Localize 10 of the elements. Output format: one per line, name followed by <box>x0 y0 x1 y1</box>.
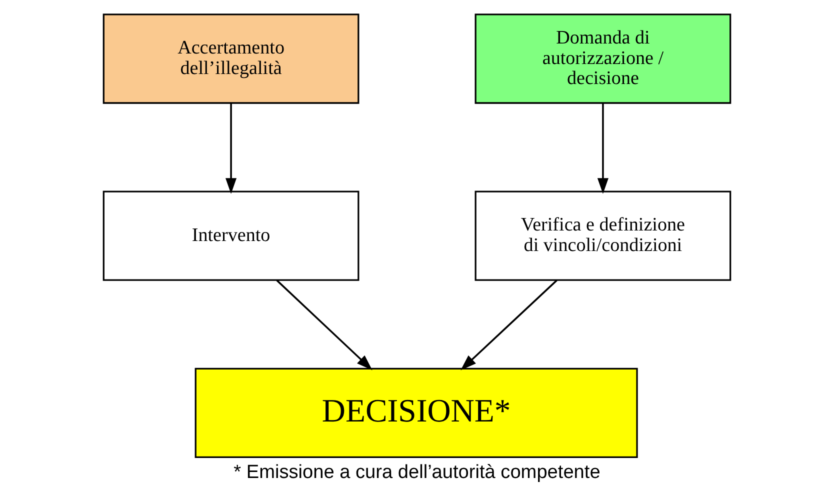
node-box: Accertamento dell’illegalità <box>102 13 359 104</box>
node-box: DECISIONE* <box>194 367 638 458</box>
arrow <box>460 279 557 370</box>
arrow <box>276 279 372 370</box>
arrow <box>596 102 608 194</box>
caption: * Emissione a cura dell’autorità competente <box>233 461 600 482</box>
node-box: Intervento <box>102 190 359 280</box>
arrow <box>225 102 236 194</box>
node-box: Domanda di autorizzazione / decisione <box>474 13 731 104</box>
node-box: Verifica e definizione di vincoli/condizioni <box>474 190 731 280</box>
